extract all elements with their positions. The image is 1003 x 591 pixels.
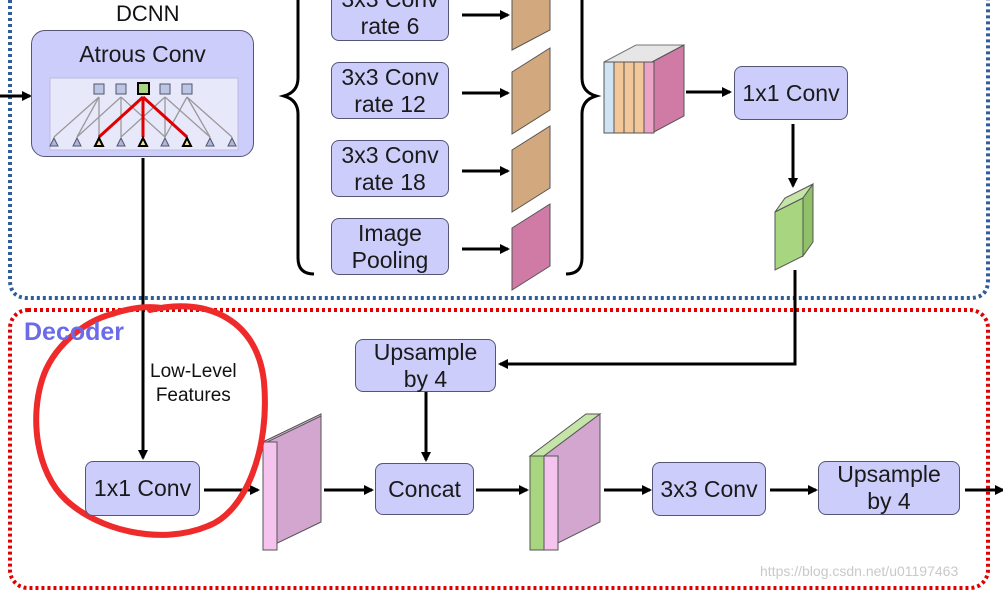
feature-slab-rate12 (511, 47, 551, 135)
branch-conv-rate6: 3x3 Conv rate 6 (331, 0, 449, 41)
branch-conv-rate18: 3x3 Conv rate 18 (331, 140, 449, 197)
branch-image-pooling: Image Pooling (331, 218, 449, 275)
decoder-conv1x1: 1x1 Conv (85, 461, 200, 516)
left-brace (278, 0, 315, 276)
low-level-projected-features (262, 413, 322, 551)
feature-slab-rate18 (511, 125, 551, 213)
decoder-concat: Concat (375, 463, 474, 515)
concatenated-features-stack (603, 44, 685, 134)
encoder-conv1x1: 1x1 Conv (734, 66, 848, 120)
dcnn-label: DCNN (116, 1, 180, 26)
branch-conv-rate12: 3x3 Conv rate 12 (331, 62, 449, 119)
atrous-conv-label: Atrous Conv (79, 41, 206, 67)
decoder-title: Decoder (24, 318, 125, 346)
annotation-circle (33, 303, 268, 538)
low-level-features-label: Low-Level Features (150, 360, 237, 408)
right-brace (565, 0, 602, 276)
atrous-conv-block: Atrous Conv (31, 30, 254, 157)
decoder-conv3x3: 3x3 Conv (652, 462, 766, 516)
watermark: https://blog.csdn.net/u01197463 (760, 563, 959, 579)
decoder-upsample-out: Upsample by 4 (818, 461, 960, 515)
encoder-output-features (774, 182, 814, 271)
decoder-concat-features (528, 413, 602, 551)
feature-slab-rate6 (511, 0, 551, 51)
feature-slab-pooling (511, 203, 551, 291)
decoder-upsample-top: Upsample by 4 (355, 339, 496, 392)
decoder-border (8, 308, 990, 590)
encoder-border (8, 0, 990, 300)
